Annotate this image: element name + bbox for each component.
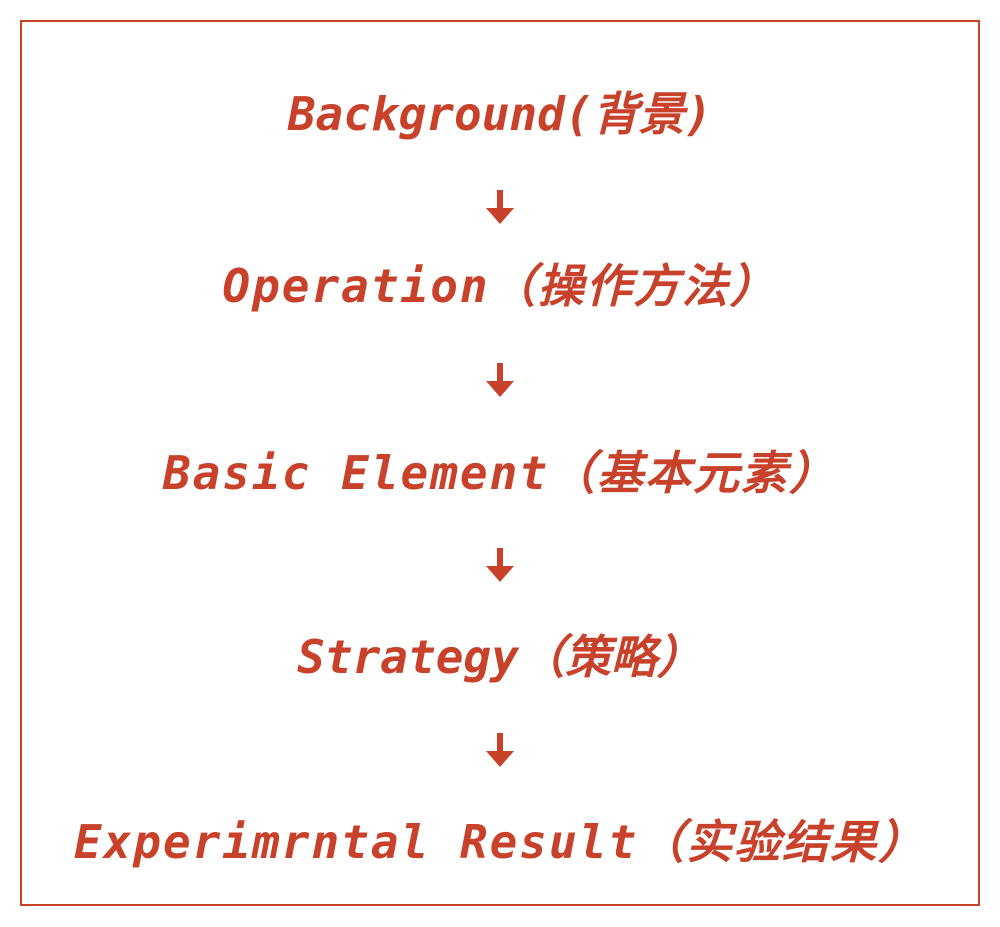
step-basic-element: Basic Element（基本元素） xyxy=(162,446,838,500)
step-background: Background(背景) xyxy=(287,87,713,141)
diagram-border xyxy=(20,20,980,906)
step-operation: Operation（操作方法） xyxy=(222,259,778,313)
step-experimental-result: Experimrntal Result（实验结果） xyxy=(73,815,927,869)
step-strategy: Strategy（策略） xyxy=(297,630,703,684)
